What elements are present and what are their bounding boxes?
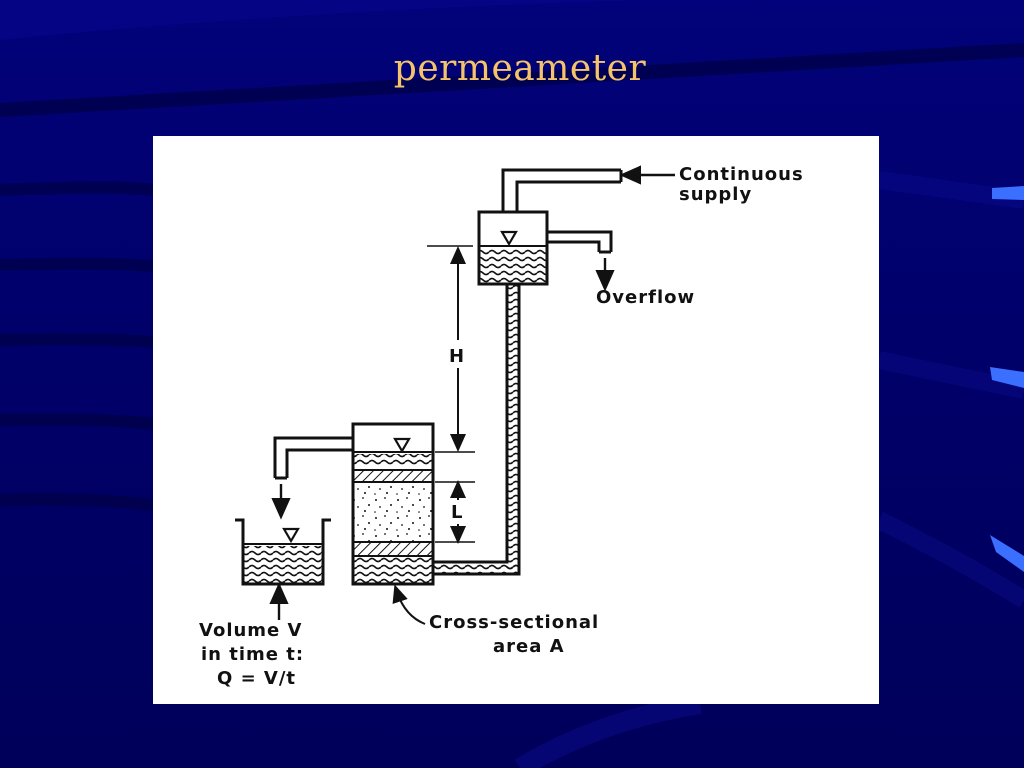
- soil-sample: [353, 482, 433, 542]
- water-level-icon: [282, 527, 300, 544]
- length-dimension: [435, 480, 475, 544]
- overflow-label: Overflow: [596, 287, 695, 308]
- supply-pipe: [501, 165, 675, 212]
- length-label: L: [451, 502, 463, 523]
- head-dimension: [427, 245, 475, 453]
- permeameter-figure: Continuous supply Overflow H L Cross-sec…: [153, 136, 879, 704]
- supply-label-line1: Continuous: [679, 164, 804, 185]
- permeameter-diagram: Continuous supply Overflow H L Cross-sec…: [199, 164, 804, 689]
- volume-label-line1: Volume V: [199, 620, 302, 641]
- upper-tank: [477, 210, 549, 286]
- top-screen: [352, 469, 434, 483]
- water-level-icon: [393, 437, 411, 454]
- accent-mark-1: [992, 186, 1024, 200]
- area-label-line2: area A: [493, 636, 565, 657]
- supply-label-line2: supply: [679, 184, 752, 205]
- water-level-icon: [500, 230, 518, 247]
- area-leader-icon: [392, 584, 426, 625]
- accent-mark-3: [990, 535, 1024, 572]
- slide-title: permeameter: [393, 48, 647, 89]
- head-label: H: [449, 346, 465, 367]
- outflow-spout: [271, 436, 353, 520]
- area-label-line1: Cross-sectional: [429, 612, 599, 633]
- overflow-spout: [547, 230, 615, 292]
- measuring-vessel: [235, 518, 331, 620]
- bottom-screen: [352, 541, 434, 557]
- sample-cylinder: [351, 422, 435, 586]
- accent-mark-2: [990, 367, 1024, 388]
- connecting-tube: [433, 284, 521, 576]
- volume-label-line3: Q = V/t: [217, 668, 296, 689]
- volume-label-line2: in time t:: [201, 644, 304, 665]
